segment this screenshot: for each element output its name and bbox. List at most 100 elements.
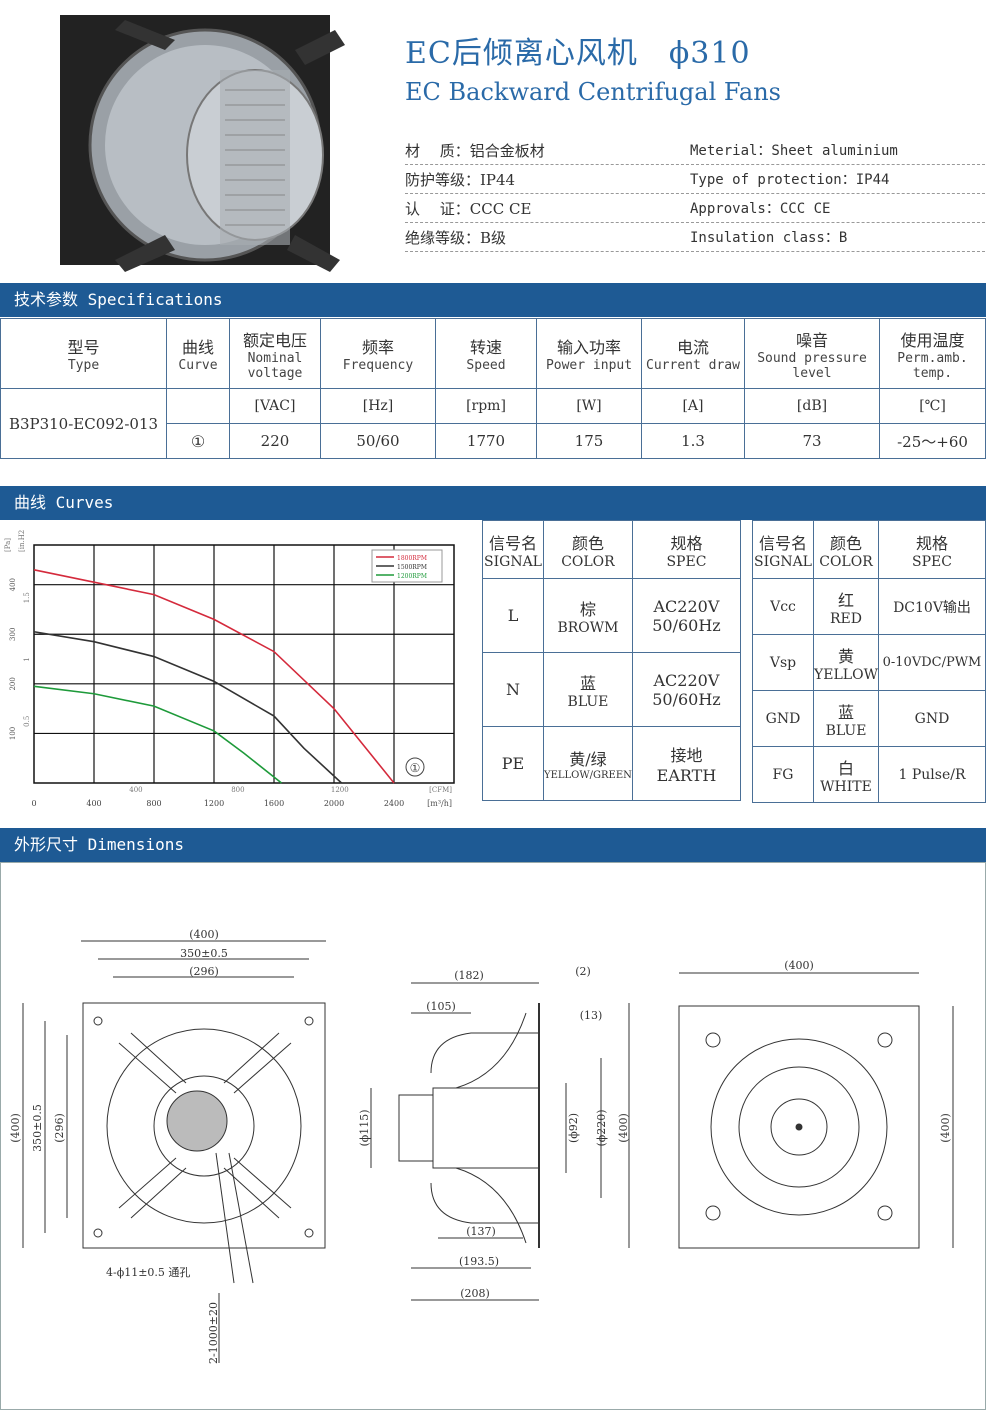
y2-tick-label: 1 xyxy=(23,657,31,661)
prop-cn: 防护等级：IP44 xyxy=(405,170,516,189)
x-tick-label: 2000 xyxy=(324,799,344,808)
x-tick-label: 2400 xyxy=(384,799,404,808)
x-tick-label: 1200 xyxy=(204,799,224,808)
y-tick-label: 200 xyxy=(9,677,17,690)
wire-spec: 1 Pulse/R xyxy=(878,746,986,803)
chart-grid xyxy=(33,544,455,784)
prop-row: 防护等级：IP44 Type of protection：IP44 xyxy=(405,165,985,194)
dim-label: (400) xyxy=(189,928,219,941)
y-tick-label: 400 xyxy=(9,578,17,591)
prop-en: Approvals：CCC CE xyxy=(690,201,831,217)
dim-label: (13) xyxy=(580,1009,603,1022)
cell-value: 175 xyxy=(536,423,642,459)
section-dimensions: 外形尺寸 Dimensions xyxy=(0,828,986,862)
prop-cn: 绝缘等级：B级 xyxy=(405,228,507,247)
wire-signal: L xyxy=(482,578,544,653)
section-specifications: 技术参数 Specifications xyxy=(0,283,986,317)
prop-row: 认 证：CCC CE Approvals：CCC CE xyxy=(405,194,985,223)
dim-label: (296) xyxy=(189,965,219,978)
cell-value: 1.3 xyxy=(641,423,745,459)
legend-label: 1800RPM xyxy=(397,555,427,562)
cell-model: B3P310-EC092-013 xyxy=(0,388,167,459)
cell-unit: [VAC] xyxy=(229,388,321,424)
property-list: 材 质：铝合金板材 Meterial：Sheet aluminium 防护等级：… xyxy=(405,136,985,252)
dim-label: (182) xyxy=(454,969,484,982)
y-tick-label: 100 xyxy=(9,727,17,740)
dim-label: (400) xyxy=(784,959,814,972)
dim-label: 350±0.5 xyxy=(180,947,228,960)
cell-unit: [A] xyxy=(641,388,745,424)
cell-unit: [W] xyxy=(536,388,642,424)
cell-value: 220 xyxy=(229,423,321,459)
dim-label: (ϕ220) xyxy=(595,1109,608,1146)
legend-box xyxy=(371,549,443,583)
cell-value: -25～+60 xyxy=(879,423,986,459)
x-tick-label: 400 xyxy=(86,799,101,808)
curve-marker: ① xyxy=(410,761,421,775)
dim-label: 350±0.5 xyxy=(31,1104,44,1152)
y-tick-label: 300 xyxy=(9,628,17,641)
series-line xyxy=(33,569,395,784)
dim-label: (2) xyxy=(575,965,591,978)
cell-empty xyxy=(166,388,230,424)
dim-label: (ϕ92) xyxy=(567,1113,580,1143)
y2-tick-label: 0.5 xyxy=(23,716,31,727)
x-tick-label: 800 xyxy=(146,799,161,808)
x-tick-label: 1600 xyxy=(264,799,284,808)
title-cn: EC后倾离心风机 ϕ310 xyxy=(405,36,751,71)
title-en: EC Backward Centrifugal Fans xyxy=(405,78,781,106)
y2-unit-label: [in.H2O] xyxy=(18,530,26,552)
dim-label: (ϕ115) xyxy=(358,1109,371,1146)
dim-label: (400) xyxy=(939,1113,952,1143)
wire-spec: 0-10VDC/PWM xyxy=(878,634,986,691)
wire-signal: FG xyxy=(752,746,814,803)
cell-value: 50/60 xyxy=(320,423,436,459)
prop-cn: 认 证：CCC CE xyxy=(405,199,532,218)
plot-frame xyxy=(33,544,455,784)
curve-marker-circle xyxy=(405,757,425,777)
y2-tick-label: 1.5 xyxy=(23,592,31,603)
dimension-drawings: (400) 350±0.5 (296) (400) 350±0.5 (296) … xyxy=(0,862,986,1410)
legend-label: 1500RPM xyxy=(397,564,427,571)
prop-en: Type of protection：IP44 xyxy=(690,172,890,188)
cell-value: 1770 xyxy=(435,423,537,459)
wire-signal: N xyxy=(482,652,544,727)
chart-series xyxy=(33,569,395,784)
cell-unit: [Hz] xyxy=(320,388,436,424)
dim-label: 4-ϕ11±0.5 通孔 xyxy=(106,1266,190,1279)
cell-unit: [dB] xyxy=(744,388,880,424)
dim-label: 2-1000±20 xyxy=(207,1302,220,1364)
cell-curve: ① xyxy=(166,423,230,459)
prop-cn: 材 质：铝合金板材 xyxy=(405,141,545,160)
side-view xyxy=(370,982,630,1301)
x-unit-label: [m³/h] xyxy=(427,799,452,808)
wire-signal: GND xyxy=(752,690,814,747)
dim-label: (296) xyxy=(53,1113,66,1143)
front-view xyxy=(22,940,326,1363)
